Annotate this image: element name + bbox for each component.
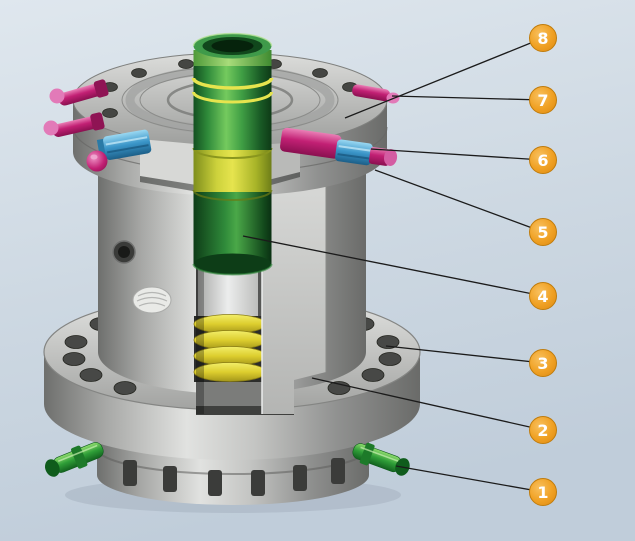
callout-7: 7	[529, 86, 557, 114]
callout-2: 2	[529, 416, 557, 444]
callout-5-number: 5	[537, 223, 548, 242]
leader-4	[242, 235, 544, 297]
cut-face-right	[261, 166, 327, 414]
callout-8-number: 8	[537, 29, 548, 48]
leader-lines	[242, 37, 544, 493]
valve-cap-left	[86, 150, 108, 172]
side-valve-left	[43, 79, 152, 172]
side-port-threaded	[112, 240, 136, 264]
callout-3: 3	[529, 349, 557, 377]
callout-2-number: 2	[537, 421, 548, 440]
seal-rings	[193, 314, 267, 382]
skirt-slots	[123, 458, 345, 496]
leader-8	[344, 37, 544, 119]
leader-7	[391, 95, 544, 101]
side-valve-right	[280, 84, 400, 166]
callout-6: 6	[529, 146, 557, 174]
callout-4: 4	[529, 282, 557, 310]
callout-7-number: 7	[537, 91, 548, 110]
bottom-plug-left	[45, 442, 104, 477]
callout-8: 8	[529, 24, 557, 52]
casing-hanger-mandrel	[191, 32, 274, 276]
callout-1-number: 1	[537, 483, 548, 502]
leader-6	[370, 148, 544, 161]
stud-cap-left-1	[49, 88, 65, 104]
thread-bore-detail	[132, 286, 172, 314]
leader-5	[374, 169, 544, 233]
callouts: 8 7 6 5 4 3 2 1	[529, 24, 557, 506]
leader-2	[311, 377, 544, 431]
callout-3-number: 3	[537, 354, 548, 373]
leader-1	[395, 465, 544, 493]
callout-6-number: 6	[537, 151, 548, 170]
stud-cap-left-2	[43, 120, 59, 136]
callout-4-number: 4	[537, 287, 548, 306]
callout-1: 1	[529, 478, 557, 506]
wellhead-illustration	[43, 32, 421, 513]
callout-5: 5	[529, 218, 557, 246]
cutaway-bore	[193, 168, 294, 415]
leader-3	[385, 345, 544, 364]
